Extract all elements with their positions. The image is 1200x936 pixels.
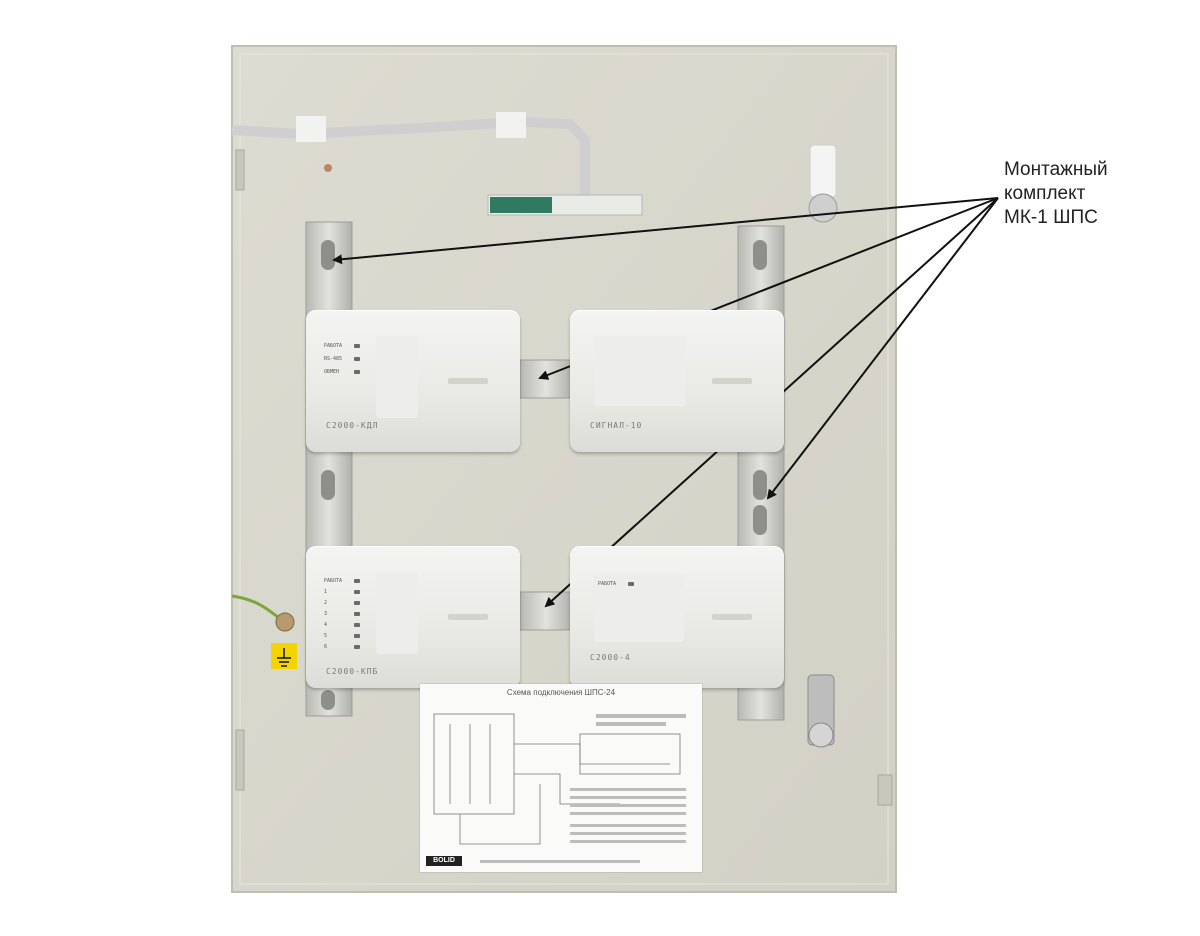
rail-slot [753,470,767,500]
module-s2000-4: РАБОТА С2000-4 [570,546,784,688]
din-rail-h-bottom [519,591,573,631]
module-name: С2000-КДЛ [326,421,379,430]
rail-slot [321,690,335,710]
led-indicator [354,370,360,374]
wiring-diagram-title: Схема подключения ШПС-24 [506,688,616,697]
led-label: 2 [324,600,328,606]
led-label: 4 [324,622,328,628]
callout-line-2: комплект [1004,183,1086,204]
module-logo [448,614,488,620]
rail-slot [753,240,767,270]
brand-logo: BOLID [426,856,462,866]
ground-symbol-icon [277,648,291,667]
module-window [594,336,686,406]
lock-bottom-washer [808,722,834,748]
led-indicator [354,357,360,361]
lock-top [809,144,837,198]
module-logo [712,378,752,384]
module-s2000-kdl: РАБОТА RS-485 ОБМЕН С2000-КДЛ [306,310,520,452]
led-indicator [628,582,634,586]
led-label: 3 [324,611,328,617]
module-window [376,572,418,654]
callout-line-3: МК-1 ШПС [1004,207,1098,228]
led-label: ОБМЕН [324,369,340,375]
cable-clip-2 [496,112,526,138]
cabinet-inner-edge [239,53,889,885]
led-indicator [354,612,360,616]
module-name: С2000-КПБ [326,667,379,676]
module-signal-10: СИГНАЛ-10 [570,310,784,452]
led-label: 1 [324,589,328,595]
din-rail-h-top [519,359,573,399]
module-name: СИГНАЛ-10 [590,421,643,430]
lock-top-washer [808,193,838,223]
led-label: РАБОТА [324,343,343,349]
indicator-board-pcb [490,197,552,213]
hinge-top [235,149,245,191]
rail-slot [321,470,335,500]
module-name: С2000-4 [590,653,631,662]
led-label: РАБОТА [598,581,617,587]
led-indicator [354,590,360,594]
led-label: 5 [324,633,328,639]
module-leds: РАБОТА [598,578,634,591]
module-logo [448,378,488,384]
callout-line-1: Монтажный [1004,159,1108,180]
led-indicator [354,623,360,627]
hinge-bottom [235,729,245,791]
ground-terminal [275,612,295,632]
led-indicator [354,601,360,605]
led-label: RS-485 [324,356,343,362]
led-indicator [354,645,360,649]
led-indicator [354,579,360,583]
led-indicator [354,634,360,638]
module-leds: РАБОТА RS-485 ОБМЕН [324,340,360,379]
rail-slot [753,505,767,535]
led-label: РАБОТА [324,578,343,584]
module-window [376,336,418,418]
latch-right [877,774,893,806]
module-logo [712,614,752,620]
module-leds: РАБОТА 1 2 3 4 5 6 [324,576,360,653]
led-indicator [354,344,360,348]
wiring-diagram-drawing [433,713,686,863]
panel-bolt [324,164,332,172]
module-window [594,574,684,642]
cable-clip-1 [296,116,326,142]
callout-arrow [332,197,999,265]
module-s2000-kpb: РАБОТА 1 2 3 4 5 6 С2000-КПБ [306,546,520,688]
callout-label: Монтажный комплект МК-1 ШПС [1004,158,1194,230]
rail-slot [321,240,335,270]
wiring-diagram-sheet: Схема подключения ШПС-24 [420,684,702,872]
led-label: 6 [324,644,328,650]
callout-arrow [766,197,999,500]
